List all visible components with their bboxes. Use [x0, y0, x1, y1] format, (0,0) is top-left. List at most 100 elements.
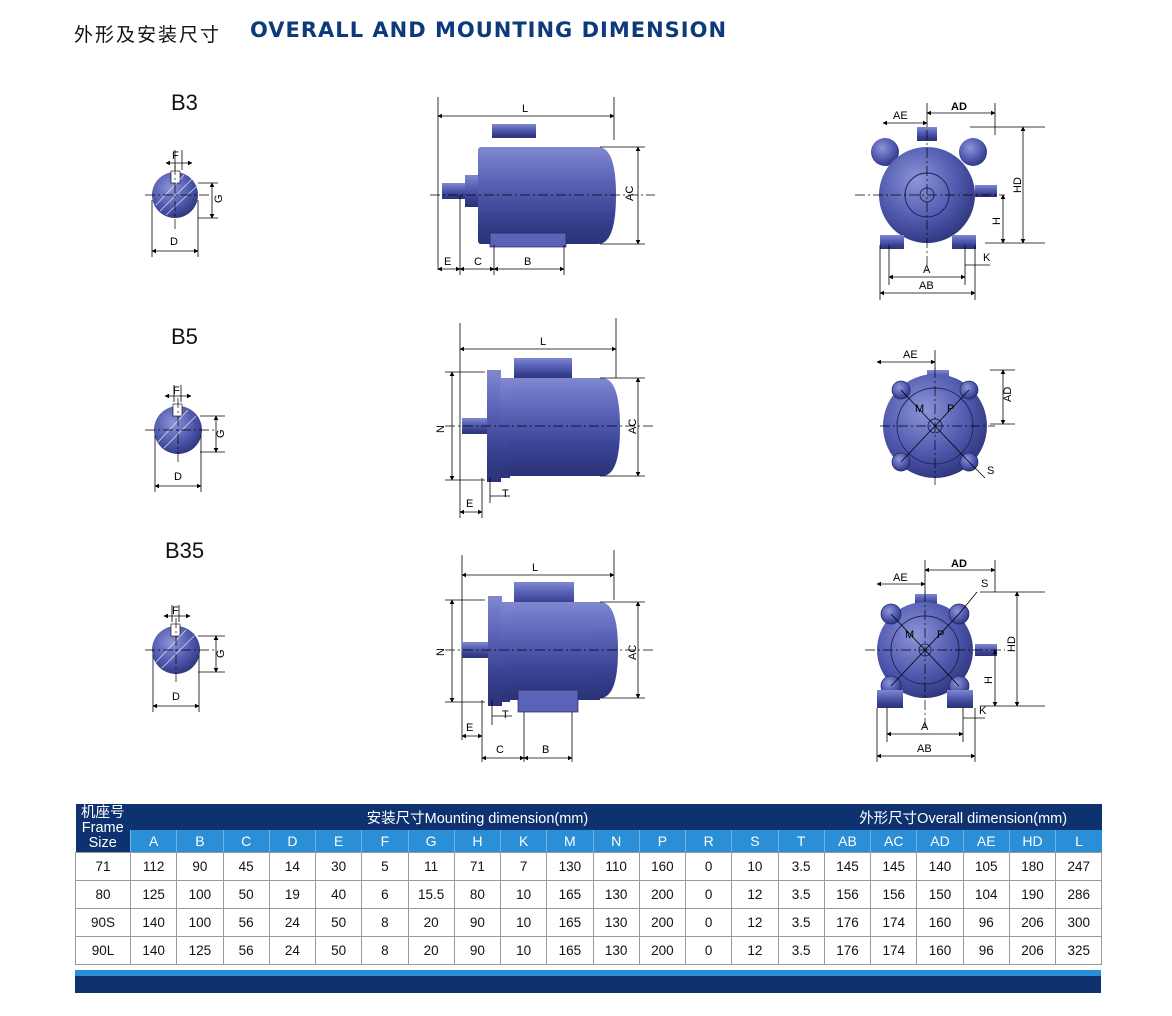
- dim-f: F: [172, 150, 179, 162]
- column-header: F: [361, 830, 408, 853]
- dim-ac: AC: [627, 645, 639, 660]
- table-cell: 165: [546, 908, 594, 937]
- table-cell: 206: [1008, 936, 1057, 965]
- table-cell: 156: [870, 880, 918, 909]
- dim-a: A: [923, 264, 931, 276]
- motor-side-view-b5: L N AC E T: [435, 318, 655, 518]
- table-cell: 50: [314, 936, 363, 965]
- column-header: A: [129, 830, 177, 853]
- dim-k: K: [983, 252, 991, 264]
- table-cell: 286: [1055, 880, 1103, 909]
- overall-dimension-header: 外形尺寸Overall dimension(mm): [824, 804, 1102, 830]
- column-header: T: [777, 830, 825, 853]
- table-cell: 0: [684, 852, 733, 881]
- column-header: N: [592, 830, 640, 853]
- table-cell: 174: [870, 936, 918, 965]
- dim-g: G: [215, 649, 227, 658]
- column-header: R: [684, 830, 732, 853]
- table-cell: 160: [638, 852, 687, 881]
- column-header: K: [499, 830, 547, 853]
- page-title-en: OVERALL AND MOUNTING DIMENSION: [250, 18, 728, 42]
- dim-ad: AD: [1002, 387, 1014, 402]
- table-cell: 40: [314, 880, 363, 909]
- table-cell: 176: [823, 908, 872, 937]
- dim-ae: AE: [903, 349, 918, 361]
- column-header: C: [222, 830, 270, 853]
- dim-ae: AE: [893, 572, 908, 584]
- dim-ad: AD: [951, 101, 967, 113]
- dim-l: L: [522, 103, 528, 115]
- table-cell: 110: [592, 852, 640, 881]
- mounting-dimension-header: 安装尺寸Mounting dimension(mm): [130, 804, 825, 830]
- column-header: M: [546, 830, 593, 853]
- dim-s: S: [987, 465, 994, 477]
- dim-d: D: [174, 471, 182, 483]
- table-cell: 0: [684, 880, 733, 909]
- table-cell: 104: [962, 880, 1010, 909]
- table-cell: 3.5: [777, 908, 825, 937]
- table-cell: 5: [361, 852, 409, 881]
- dim-h: H: [983, 676, 995, 684]
- table-cell: 247: [1055, 852, 1103, 881]
- dim-l: L: [532, 562, 538, 574]
- page-title-cn: 外形及安装尺寸: [74, 24, 222, 46]
- column-header: AE: [962, 830, 1010, 853]
- table-cell: 176: [823, 936, 872, 965]
- dim-s: S: [981, 578, 988, 590]
- table-cell: 90: [453, 936, 502, 965]
- table-cell: 200: [638, 936, 687, 965]
- dim-m: M: [915, 403, 924, 415]
- dim-ab: AB: [917, 743, 932, 755]
- table-cell: 24: [268, 936, 317, 965]
- table-cell: 10: [499, 908, 548, 937]
- motor-side-view-b35: L N AC E T C B: [435, 550, 655, 762]
- table-cell: 3.5: [777, 936, 825, 965]
- table-cell: 12: [731, 908, 779, 937]
- dim-e: E: [466, 498, 473, 510]
- table-cell: 100: [176, 908, 224, 937]
- table-cell: 71: [453, 852, 502, 881]
- dim-b: B: [524, 256, 531, 268]
- table-cell: 125: [129, 880, 178, 909]
- dimension-table: 机座号 Frame Size 安装尺寸Mounting dimension(mm…: [75, 804, 1103, 965]
- shaft-section-b35: F G D: [145, 605, 227, 712]
- table-cell: 0: [684, 936, 733, 965]
- dim-t: T: [502, 488, 509, 500]
- table-cell: 112: [129, 852, 178, 881]
- table-cell: 174: [870, 908, 918, 937]
- dim-hd: HD: [1006, 636, 1018, 652]
- table-cell: 20: [407, 908, 455, 937]
- motor-end-view-b5: AE M P AD S: [876, 349, 1015, 485]
- column-header: AC: [870, 830, 917, 853]
- table-cell: 156: [823, 880, 872, 909]
- table-cell: 10: [731, 852, 779, 881]
- column-header: P: [638, 830, 686, 853]
- table-cell: 100: [176, 880, 224, 909]
- table-cell: 80: [453, 880, 502, 909]
- dim-m: M: [905, 629, 914, 641]
- dim-ac: AC: [624, 186, 636, 201]
- table-cell: 165: [546, 880, 594, 909]
- dim-g: G: [215, 429, 227, 438]
- table-cell: 45: [222, 852, 270, 881]
- column-header: G: [407, 830, 455, 853]
- shaft-section-b3: F G D: [145, 150, 225, 257]
- dim-t: T: [502, 709, 509, 721]
- table-cell: 206: [1008, 908, 1057, 937]
- table-cell: 300: [1055, 908, 1103, 937]
- dim-e: E: [444, 256, 451, 268]
- row-label-b5: B5: [171, 324, 198, 349]
- table-cell: 30: [314, 852, 363, 881]
- table-cell: 24: [268, 908, 317, 937]
- table-cell: 3.5: [777, 852, 825, 881]
- table-cell: 3.5: [777, 880, 825, 909]
- dim-h: H: [991, 217, 1003, 225]
- dim-p: P: [937, 629, 944, 641]
- table-cell: 14: [268, 852, 317, 881]
- dim-ae: AE: [893, 110, 908, 122]
- table-cell: 130: [546, 852, 594, 881]
